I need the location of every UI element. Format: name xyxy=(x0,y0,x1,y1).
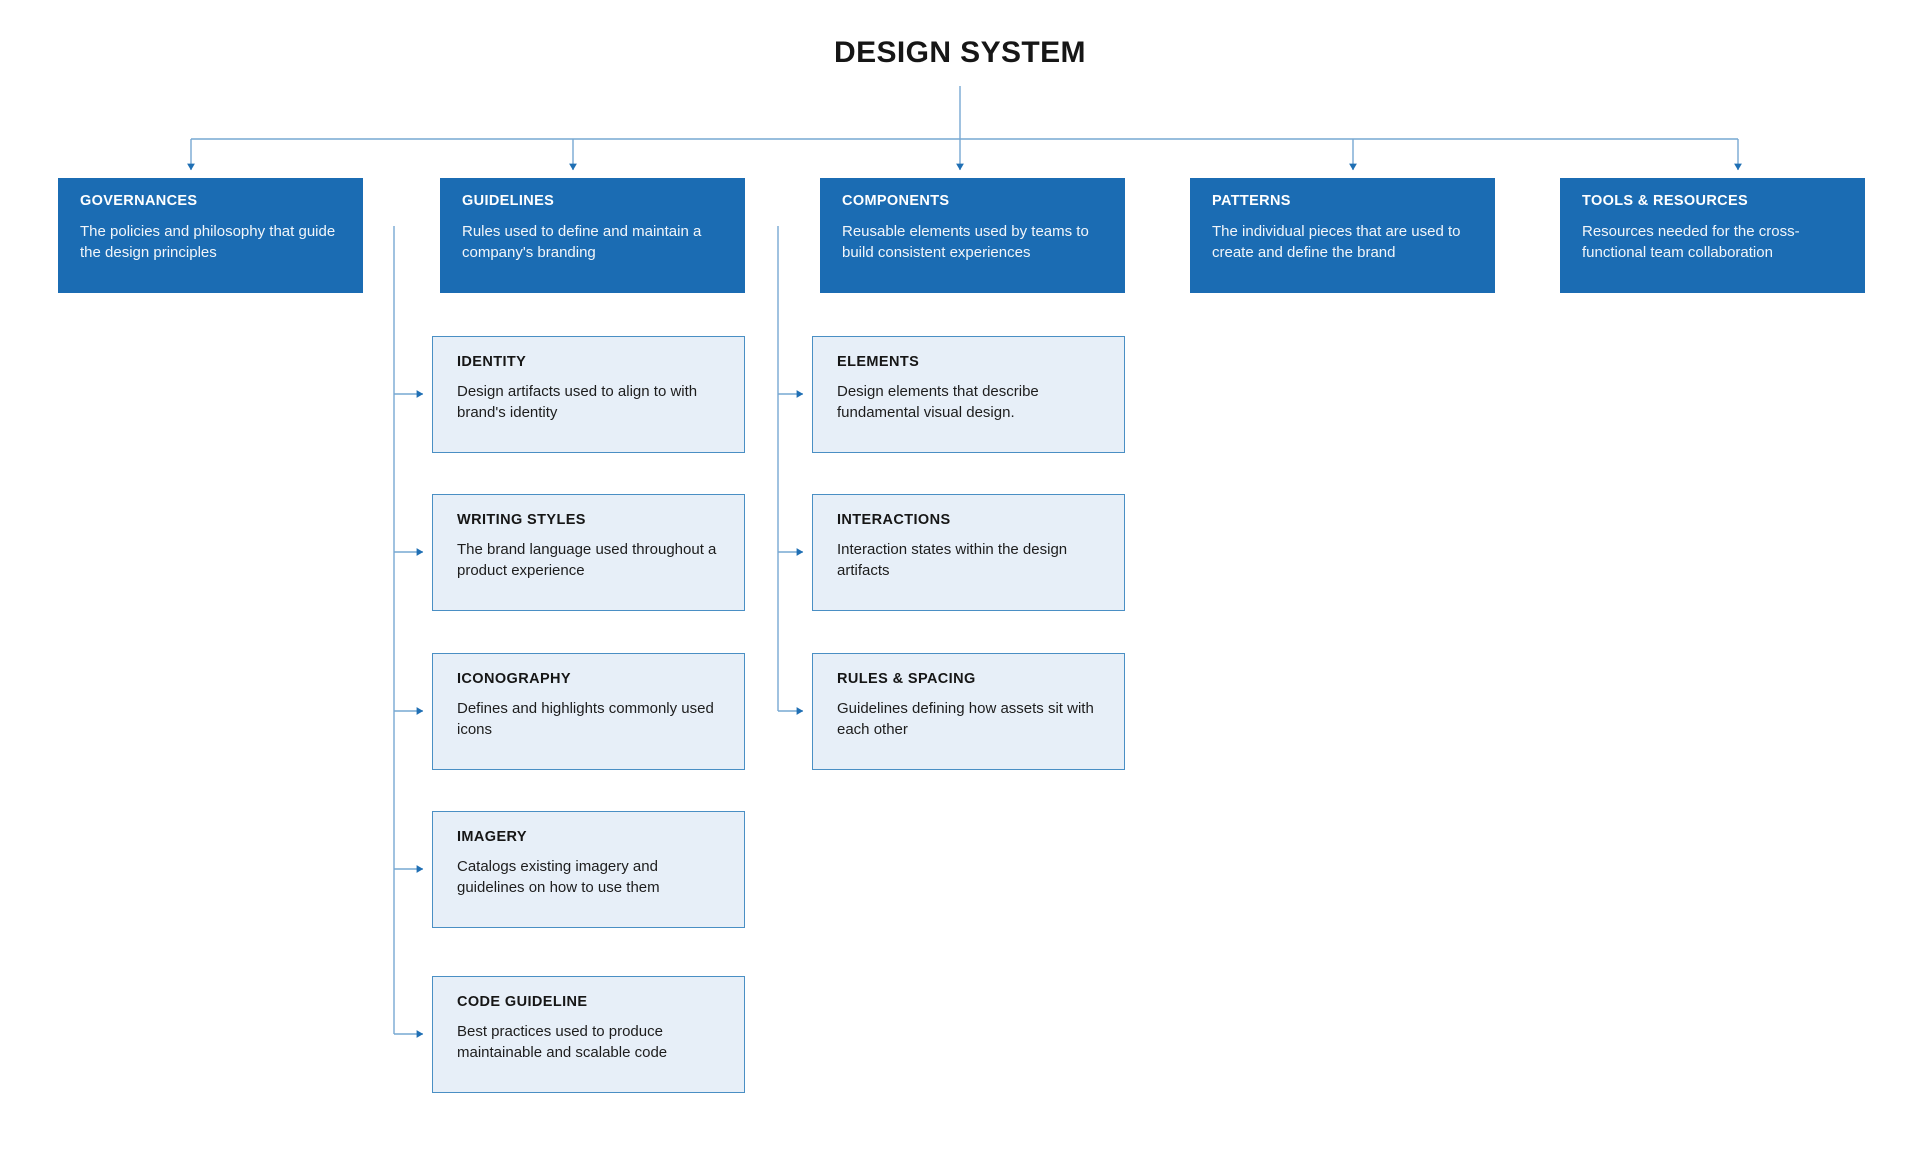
card-title: COMPONENTS xyxy=(842,193,950,209)
card-governances[interactable]: GOVERNANCES The policies and philosophy … xyxy=(58,178,363,293)
card-description: Rules used to define and maintain a comp… xyxy=(462,222,702,262)
card-description: Resources needed for the cross-functiona… xyxy=(1582,222,1800,262)
card-description: Best practices used to produce maintaina… xyxy=(457,1022,668,1062)
card-description: Catalogs existing imagery and guidelines… xyxy=(457,857,660,897)
card-components[interactable]: COMPONENTS Reusable elements used by tea… xyxy=(820,178,1125,293)
card-title: GOVERNANCES xyxy=(80,193,198,209)
card-title: ICONOGRAPHY xyxy=(457,671,571,687)
card-title: IDENTITY xyxy=(457,354,527,370)
card-description: Interaction states within the design art… xyxy=(837,540,1068,580)
card-title: RULES & SPACING xyxy=(837,671,976,687)
card-guidelines[interactable]: GUIDELINES Rules used to define and main… xyxy=(440,178,745,293)
card-elements[interactable]: ELEMENTS Design elements that describe f… xyxy=(812,336,1125,453)
card-description: Defines and highlights commonly used ico… xyxy=(457,699,714,739)
card-description: Reusable elements used by teams to build… xyxy=(842,222,1089,262)
card-description: The policies and philosophy that guide t… xyxy=(80,222,336,262)
card-title: CODE GUIDELINE xyxy=(457,994,588,1010)
card-title: ELEMENTS xyxy=(837,354,920,370)
card-description: Design artifacts used to align to with b… xyxy=(457,382,698,422)
card-code-guideline[interactable]: CODE GUIDELINE Best practices used to pr… xyxy=(432,976,745,1093)
card-writing-styles[interactable]: WRITING STYLES The brand language used t… xyxy=(432,494,745,611)
card-title: GUIDELINES xyxy=(462,193,555,209)
card-description: The brand language used throughout a pro… xyxy=(457,540,717,580)
card-patterns[interactable]: PATTERNS The individual pieces that are … xyxy=(1190,178,1495,293)
card-title: IMAGERY xyxy=(457,829,527,845)
card-tools-resources[interactable]: TOOLS & RESOURCES Resources needed for t… xyxy=(1560,178,1865,293)
card-rules-spacing[interactable]: RULES & SPACING Guidelines defining how … xyxy=(812,653,1125,770)
card-identity[interactable]: IDENTITY Design artifacts used to align … xyxy=(432,336,745,453)
card-title: WRITING STYLES xyxy=(457,512,586,528)
card-description: The individual pieces that are used to c… xyxy=(1212,222,1461,262)
card-iconography[interactable]: ICONOGRAPHY Defines and highlights commo… xyxy=(432,653,745,770)
card-title: TOOLS & RESOURCES xyxy=(1582,193,1749,209)
card-title: PATTERNS xyxy=(1212,193,1291,209)
card-description: Design elements that describe fundamenta… xyxy=(837,382,1039,422)
card-description: Guidelines defining how assets sit with … xyxy=(837,699,1094,739)
card-imagery[interactable]: IMAGERY Catalogs existing imagery and gu… xyxy=(432,811,745,928)
card-interactions[interactable]: INTERACTIONS Interaction states within t… xyxy=(812,494,1125,611)
card-title: INTERACTIONS xyxy=(837,512,951,528)
diagram-title: DESIGN SYSTEM xyxy=(834,36,1086,69)
